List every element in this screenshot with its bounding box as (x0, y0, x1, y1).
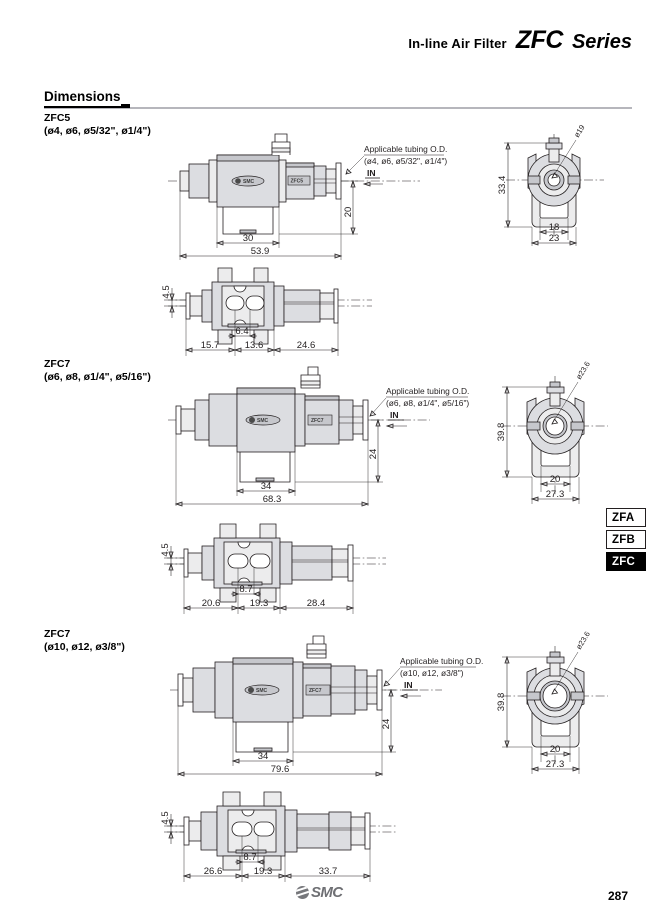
dim-front-height: 24 (381, 719, 392, 730)
page-number: 287 (607, 889, 628, 903)
callout-title: Applicable tubing O.D. (386, 386, 469, 396)
dim-side-outer-width: 27.3 (546, 489, 565, 500)
callout-sizes: (ø4, ø6, ø5/32", ø1/4") (364, 156, 447, 166)
drawing-zfc7s-side-view: ø23.6 39.8 20 27.3 (496, 360, 608, 504)
dim-front-height: 24 (368, 449, 379, 460)
dim-front-total-length: 53.9 (251, 246, 270, 257)
series-tab-zfa[interactable]: ZFA (606, 508, 646, 527)
section-label-zfc5: ZFC5 (ø4, ø6, ø5/32", ø1/4") (44, 112, 151, 138)
dim-front-inner-width: 34 (261, 481, 272, 492)
section-sizes: (ø10, ø12, ø3/8") (44, 641, 125, 653)
drawing-zfc7l-top-view: 4.5 8.7 26.6 19.3 33.7 (160, 791, 396, 882)
drawing-zfc5-front-view: SMC ZFC5 Applicable tubing O.D. (ø4, ø6,… (168, 133, 447, 260)
dim-top-d3: 19.3 (254, 866, 273, 877)
dim-top-d2: 6.4 (235, 326, 248, 337)
dim-top-d4: 33.7 (319, 866, 338, 877)
dim-top-d2: 8.7 (239, 584, 252, 595)
header-series-code: ZFC (515, 26, 564, 54)
dim-side-height: 33.4 (497, 176, 508, 195)
smc-brand-text: SMC (311, 884, 343, 901)
dim-top-d1: 20.6 (202, 598, 221, 609)
page-title: Dimensions (44, 89, 121, 106)
dim-top-d3: 13.6 (245, 340, 264, 351)
callout-port-label: IN (367, 168, 376, 178)
callout-port-label: IN (390, 410, 399, 420)
heading-underline (44, 104, 130, 108)
section-model: ZFC5 (44, 112, 71, 124)
dim-side-inner-width: 20 (550, 744, 561, 755)
body-logo-text: SMC (256, 688, 268, 694)
dim-top-d4: 24.6 (297, 340, 316, 351)
dim-top-offset: 4.5 (160, 543, 171, 556)
body-model-text: ZFC5 (291, 179, 304, 185)
callout-title: Applicable tubing O.D. (364, 144, 447, 154)
header-series-word: Series (571, 31, 632, 53)
dim-top-d1: 15.7 (201, 340, 220, 351)
dim-top-d4: 28.4 (307, 598, 326, 609)
drawing-zfc7s-top-view: 4.5 8.7 20.6 19.3 28.4 (160, 523, 386, 614)
dim-top-offset: 4.5 (160, 811, 171, 824)
dim-front-total-length: 79.6 (271, 764, 290, 775)
series-tab-zfb[interactable]: ZFB (606, 530, 646, 549)
dim-top-offset: 4.5 (161, 285, 172, 298)
smc-logo: SMC (296, 884, 343, 901)
body-logo-text: SMC (257, 418, 269, 424)
drawing-zfc7s-front-view: SMC ZFC7 Applicable tubing O.D. (ø6, ø8,… (168, 366, 469, 507)
dim-top-d2: 8.7 (243, 852, 256, 863)
section-sizes: (ø4, ø6, ø5/32", ø1/4") (44, 125, 151, 137)
section-zfc5: ZFC5 (ø4, ø6, ø5/32", ø1/4") SMC ZFC5 (0, 112, 650, 356)
series-index-tabs: ZFA ZFB ZFC (606, 508, 650, 574)
dim-top-d1: 26.6 (204, 866, 223, 877)
page-footer: SMC 287 (0, 877, 650, 907)
dim-side-inner-width: 20 (550, 474, 561, 485)
smc-mark-icon (296, 886, 309, 899)
dim-side-bore: ø19 (572, 123, 587, 139)
dim-side-bore: ø23.6 (574, 360, 592, 381)
dim-side-height: 39.8 (496, 693, 507, 712)
callout-title: Applicable tubing O.D. (400, 656, 483, 666)
dim-side-outer-width: 27.3 (546, 759, 565, 770)
body-model-text: ZFC7 (309, 688, 322, 694)
section-zfc7-small: ZFC7 (ø6, ø8, ø1/4", ø5/16") SMC ZFC7 (0, 358, 650, 618)
heading-rule (44, 107, 632, 109)
series-tab-label: ZFB (612, 533, 635, 546)
section-label-zfc7-large: ZFC7 (ø10, ø12, ø3/8") (44, 628, 125, 654)
section-model: ZFC7 (44, 358, 71, 370)
series-tab-zfc[interactable]: ZFC (606, 552, 646, 571)
section-label-zfc7-small: ZFC7 (ø6, ø8, ø1/4", ø5/16") (44, 358, 151, 384)
dim-front-inner-width: 30 (243, 233, 254, 244)
callout-sizes: (ø6, ø8, ø1/4", ø5/16") (386, 398, 469, 408)
page-header: In-line Air Filter ZFC Series (408, 26, 632, 55)
drawing-zfc5-top-view: 4.5 6.4 15.7 13.6 24.6 (161, 267, 372, 356)
dim-side-outer-width: 23 (549, 233, 560, 244)
drawing-zfc5-side-view: ø19 33.4 18 23 (497, 123, 604, 246)
dim-front-inner-width: 34 (258, 751, 269, 762)
series-tab-label: ZFC (612, 555, 635, 568)
dim-front-height: 20 (343, 207, 354, 218)
body-logo-text: SMC (243, 179, 255, 185)
section-model: ZFC7 (44, 628, 71, 640)
section-sizes: (ø6, ø8, ø1/4", ø5/16") (44, 371, 151, 383)
callout-sizes: (ø10, ø12, ø3/8") (400, 668, 464, 678)
dim-side-height: 39.8 (496, 423, 507, 442)
body-model-text: ZFC7 (311, 418, 324, 424)
callout-port-label: IN (404, 680, 413, 690)
dim-side-bore: ø23.6 (574, 630, 592, 651)
section-zfc7-large: ZFC7 (ø10, ø12, ø3/8") SMC ZFC7 Applic (0, 628, 650, 888)
drawing-zfc7l-front-view: SMC ZFC7 Applicable tubing O.D. (ø10, ø1… (170, 635, 483, 777)
dimensions-heading-block: Dimensions (44, 88, 632, 109)
series-tab-label: ZFA (612, 511, 635, 524)
header-prefix: In-line Air Filter (408, 36, 507, 51)
dim-side-inner-width: 18 (549, 222, 560, 233)
dim-front-total-length: 68.3 (263, 494, 282, 505)
dim-top-d3: 19.3 (250, 598, 269, 609)
drawing-zfc7l-side-view: ø23.6 39.8 20 27.3 (496, 630, 608, 774)
